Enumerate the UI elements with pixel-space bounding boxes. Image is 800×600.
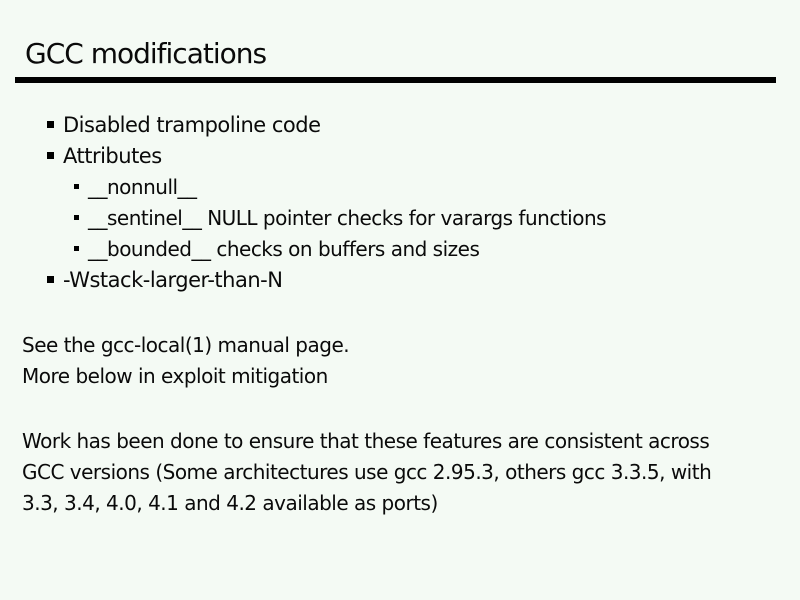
bullet-subitem-label: __sentinel__ NULL pointer checks for var…	[88, 205, 607, 230]
bullet-subitem: __nonnull__	[0, 171, 800, 202]
title-underline	[15, 77, 776, 83]
bullet-square-icon	[74, 184, 79, 189]
bullet-subitem: __bounded__ checks on buffers and sizes	[0, 233, 800, 264]
bullet-subitem-label: __nonnull__	[88, 174, 197, 199]
bullet-item: -Wstack-larger-than-N	[0, 264, 800, 295]
bullet-item: Attributes	[0, 140, 800, 171]
paragraph-line: GCC versions (Some architectures use gcc…	[22, 460, 712, 484]
bullet-subitem: __sentinel__ NULL pointer checks for var…	[0, 202, 800, 233]
bullet-item: Disabled trampoline code	[0, 109, 800, 140]
bullet-square-icon	[47, 276, 54, 283]
bullet-subitem-label: __bounded__ checks on buffers and sizes	[88, 236, 480, 261]
bullet-square-icon	[74, 215, 79, 220]
gcc-versions-paragraph: Work has been done to ensure that these …	[22, 426, 792, 519]
paragraph-line: More below in exploit mitigation	[22, 364, 328, 388]
slide-title: GCC modifications	[25, 37, 267, 70]
bullet-square-icon	[47, 121, 54, 128]
bullet-item-label: -Wstack-larger-than-N	[63, 267, 283, 292]
bullet-list: Disabled trampoline code Attributes __no…	[0, 109, 800, 295]
paragraph-line: Work has been done to ensure that these …	[22, 429, 710, 453]
bullet-square-icon	[47, 152, 54, 159]
see-manual-paragraph: See the gcc-local(1) manual page. More b…	[22, 330, 792, 392]
bullet-item-label: Disabled trampoline code	[63, 112, 321, 137]
paragraph-line: See the gcc-local(1) manual page.	[22, 333, 350, 357]
paragraph-line: 3.3, 3.4, 4.0, 4.1 and 4.2 available as …	[22, 491, 438, 515]
bullet-square-icon	[74, 246, 79, 251]
bullet-item-label: Attributes	[63, 143, 162, 168]
